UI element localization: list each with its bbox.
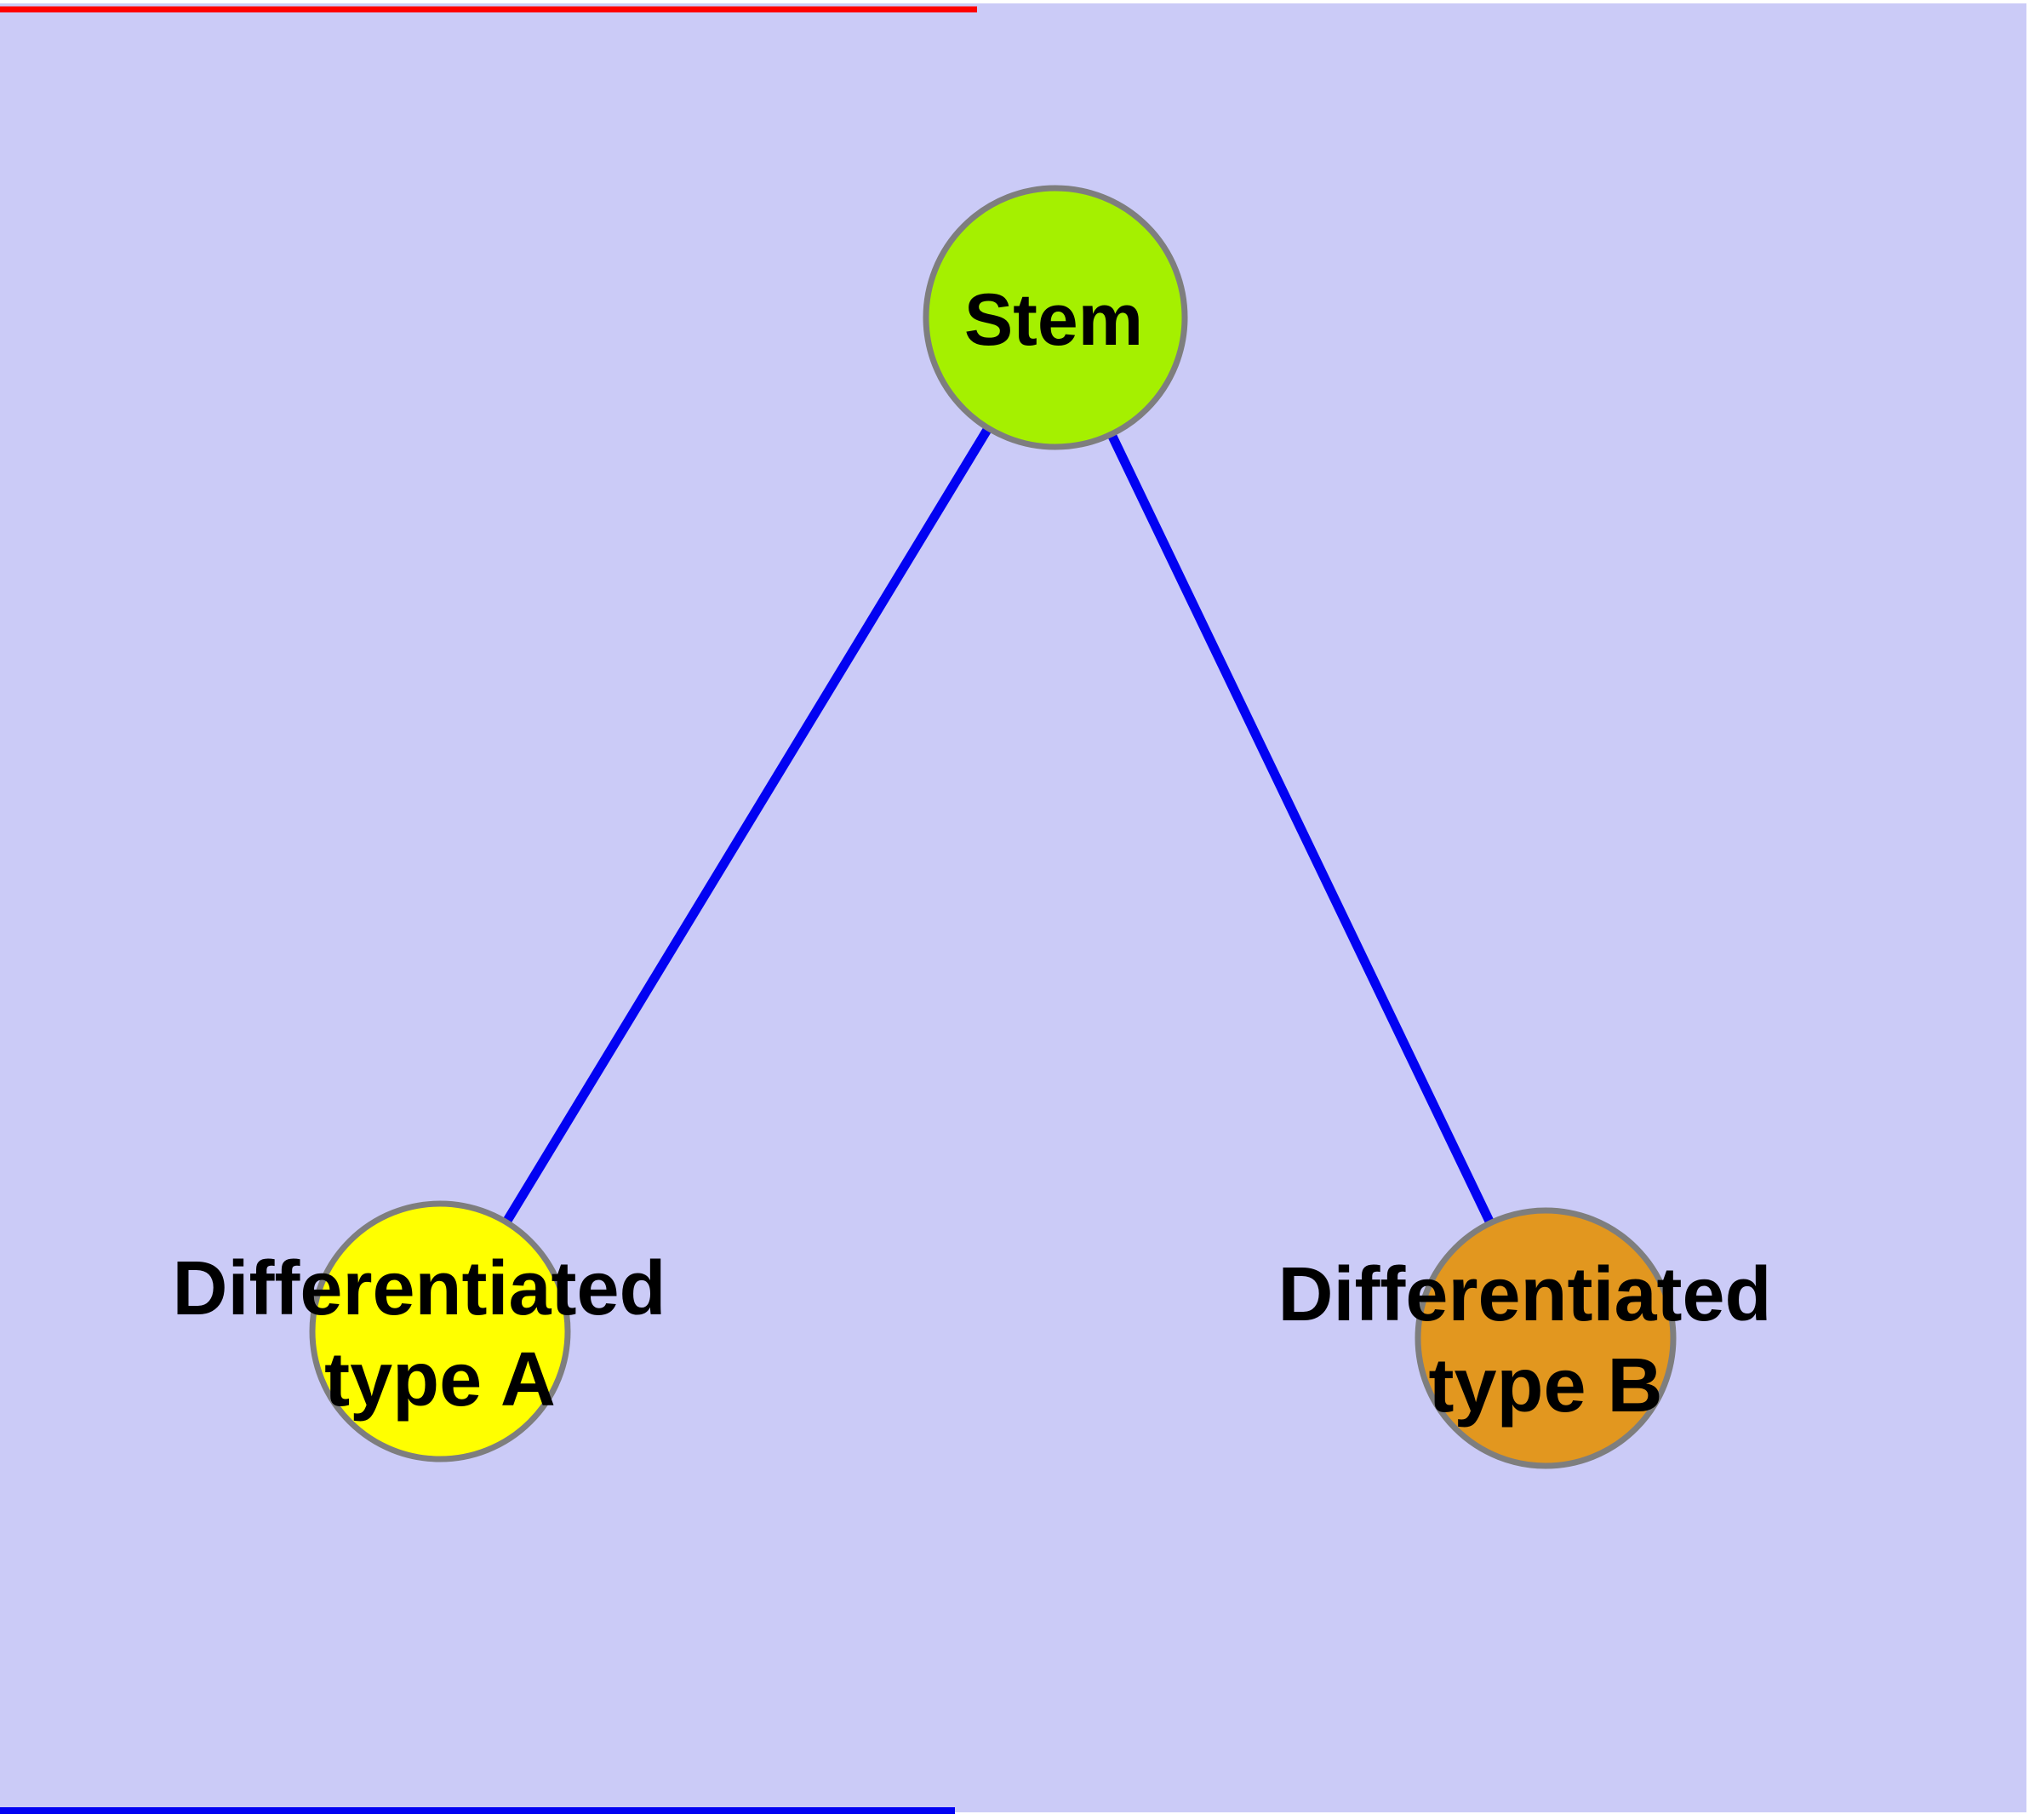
edge-stem-to-type-a [436,315,1060,1334]
node-type-a-label-line1: Differentiated [172,1246,666,1331]
node-type-b-label-line2: type B [1428,1343,1662,1428]
node-type-b-label-line1: Differentiated [1277,1252,1771,1337]
node-type-b-circle[interactable] [1415,1207,1677,1469]
node-stem-label: Stem [964,279,1143,361]
edge-stem-to-type-b [1051,315,1550,1341]
node-type-b-label: Differentiated type B [1277,1252,1792,1428]
node-type-a-circle[interactable] [309,1200,571,1462]
node-stem-circle[interactable] [923,185,1188,450]
node-type-a-label-line2: type A [324,1337,556,1422]
node-type-a-label: Differentiated type A [172,1246,687,1422]
